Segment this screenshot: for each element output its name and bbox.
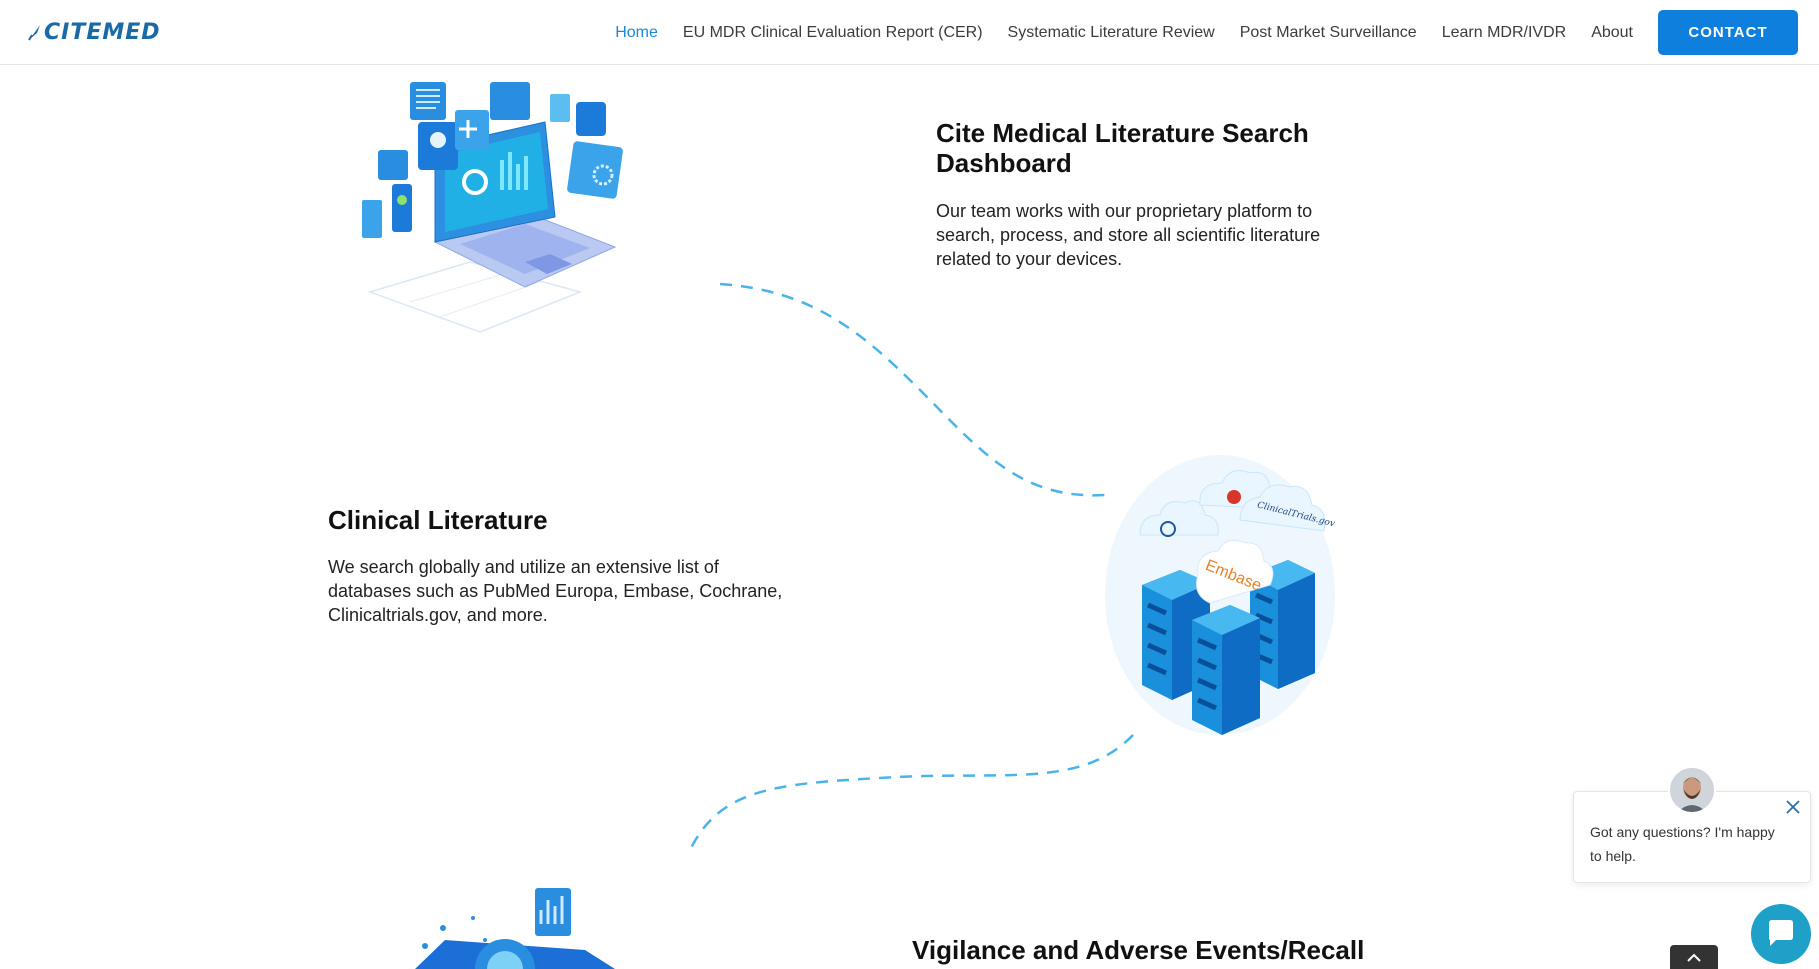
chat-bubble-icon [1769,920,1793,946]
section-vigilance-title: Vigilance and Adverse Events/Recall [912,935,1365,965]
nav-home[interactable]: Home [615,23,658,41]
section-dashboard-description: Our team works with our proprietary plat… [936,201,1321,269]
nav-eu-mdr-cer[interactable]: EU MDR Clinical Evaluation Report (CER) [682,23,983,41]
vigilance-illustration [415,888,615,969]
logo-text: CITEMED [44,19,161,45]
chevron-up-icon [1687,953,1701,962]
contact-button[interactable]: CONTACT [1658,10,1798,55]
scroll-to-top-button[interactable] [1670,945,1718,969]
nav-systematic-literature-review[interactable]: Systematic Literature Review [1007,23,1215,41]
nav-learn-mdr-ivdr[interactable]: Learn MDR/IVDR [1441,23,1567,41]
chat-message: Got any questions? I'm happy to help. [1590,824,1775,864]
nav-post-market-surveillance[interactable]: Post Market Surveillance [1239,23,1417,41]
close-icon[interactable] [1784,798,1802,816]
logo[interactable]: CITEMED [28,19,161,45]
laptop-dashboard-illustration [362,82,623,333]
logo-quill-icon [28,25,40,41]
database-servers-illustration: ClinicalTrials.gov Embase [1105,455,1336,735]
section-dashboard-title: Cite Medical Literature Search Dashboard [936,118,1309,178]
main-nav: Home EU MDR Clinical Evaluation Report (… [615,0,1819,65]
avatar [1668,766,1716,814]
nav-about[interactable]: About [1591,23,1633,41]
section-clinical-literature-description: We search globally and utilize an extens… [328,557,783,625]
chat-launcher-button[interactable] [1751,904,1811,964]
section-clinical-literature-title: Clinical Literature [328,505,548,535]
site-header: CITEMED Home EU MDR Clinical Evaluation … [0,0,1819,65]
agent-avatar-icon [1670,768,1714,812]
